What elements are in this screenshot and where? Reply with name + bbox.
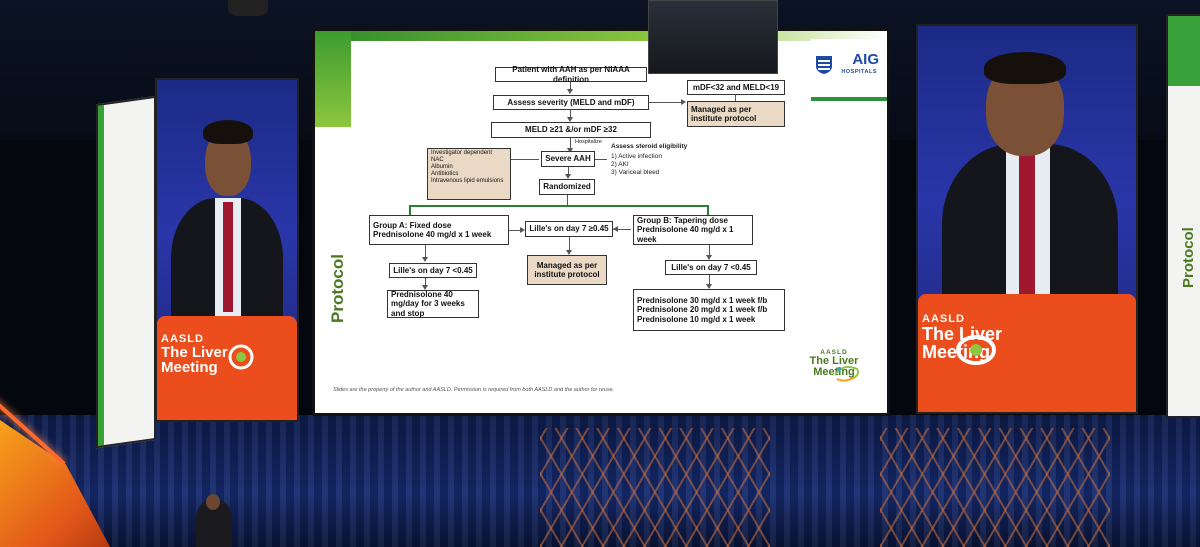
- aasld-meeting-logo: AASLD The Liver Meeting: [809, 349, 859, 378]
- box-group-b: Group B: Tapering dose Prednisolone 40 m…: [633, 215, 753, 245]
- box-pred-a: Prednisolone 40 mg/day for 3 weeks and s…: [387, 290, 479, 318]
- box-assess: Assess severity (MELD and mDF): [493, 95, 649, 110]
- box-lille-high: Lille's on day 7 ≥0.45: [525, 221, 613, 237]
- box-managed-institute: Managed as per institute protocol: [687, 101, 785, 127]
- box-investigator: Investigator dependent NAC Albumin Antib…: [427, 148, 511, 200]
- liver-meeting-logo-icon: [228, 344, 254, 370]
- box-lille-low-a: Lille's on day 7 <0.45: [389, 263, 477, 278]
- aig-shield-icon: [816, 56, 832, 74]
- far-right-slide-screen: Protocol: [1166, 14, 1200, 418]
- liver-meeting-swirl-icon: [834, 366, 860, 382]
- box-mdf-low: mDF<32 and MELD<19: [687, 80, 785, 95]
- left-video-screen: AASLD The Liver Meeting: [155, 78, 299, 422]
- main-slide: AIG HOSPITALS Protocol Patient with AAH …: [312, 28, 890, 416]
- box-randomized: Randomized: [539, 179, 595, 195]
- aig-logo: AIG HOSPITALS: [811, 39, 887, 101]
- podium: AASLD The Liver Meeting: [157, 316, 297, 420]
- right-video-screen: AASLD The Liver Meeting: [916, 24, 1138, 414]
- slide-footnote: Slides are the property of the author an…: [333, 387, 615, 393]
- slide-side-title: Protocol: [328, 254, 347, 323]
- podium-closeup: AASLD The Liver Meeting: [918, 294, 1136, 412]
- list-steroid-items: 1) Active infection 2) AKI 3) Variceal b…: [611, 153, 662, 177]
- box-patient: Patient with AAH as per NIAAA definition: [495, 65, 647, 84]
- label-steroid-eligibility: Assess steroid eligibility: [611, 143, 688, 150]
- box-lille-low-b: Lille's on day 7 <0.45: [665, 260, 757, 275]
- liver-meeting-logo-icon: [956, 335, 996, 365]
- box-pred-b: Prednisolone 30 mg/d x 1 week f/b Predni…: [633, 289, 785, 331]
- label-hospitalize: Hospitalize: [575, 139, 602, 145]
- box-meld-high: MELD ≥21 &/or mDF ≥32: [491, 122, 651, 138]
- projector: [648, 0, 778, 74]
- box-group-a: Group A: Fixed dose Prednisolone 40 mg/d…: [369, 215, 509, 245]
- box-managed-center: Managed as per institute protocol: [527, 255, 607, 285]
- box-severe-aah: Severe AAH: [541, 151, 595, 167]
- stage-truss-left: [540, 428, 770, 547]
- far-left-slide-screen: [96, 95, 156, 449]
- stage-truss-right: [880, 428, 1110, 547]
- ceiling-light: [228, 0, 268, 16]
